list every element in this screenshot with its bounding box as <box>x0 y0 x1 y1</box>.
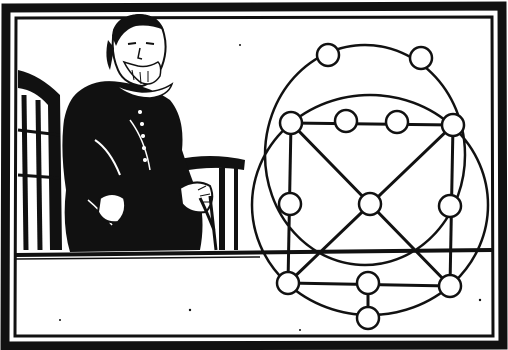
node <box>410 47 432 69</box>
node <box>357 272 379 294</box>
node <box>359 193 381 215</box>
node <box>279 193 301 215</box>
node <box>280 112 302 134</box>
node <box>277 272 299 294</box>
node <box>357 307 379 329</box>
node <box>386 111 408 133</box>
node <box>442 114 464 136</box>
node <box>439 275 461 297</box>
node <box>335 110 357 132</box>
node <box>317 44 339 66</box>
node <box>439 195 461 217</box>
